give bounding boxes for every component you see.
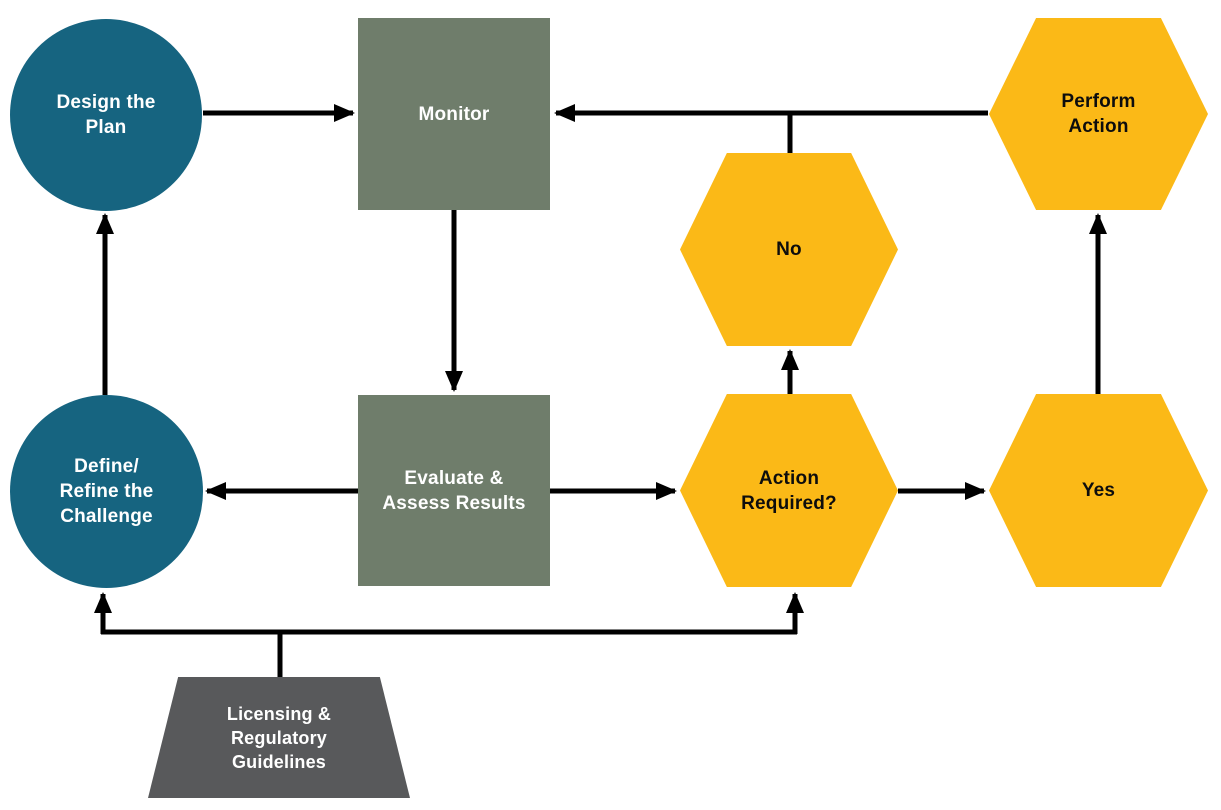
node-no: No [680,153,898,346]
node-design-the-plan: Design the Plan [10,19,202,211]
node-yes: Yes [989,394,1208,587]
node-label: Perform Action [989,89,1208,139]
label-line: Assess Results [382,492,526,514]
label-line: No [776,239,802,260]
node-define-refine-the-challenge: Define/ Refine the Challenge [10,395,203,588]
label-line: Required? [741,492,837,514]
node-label: Monitor [358,102,550,127]
node-label: Yes [989,478,1208,503]
label-line: Plan [85,117,127,138]
label-line: Yes [1081,480,1116,501]
node-perform-action: Perform Action [989,18,1208,210]
label-line: Action [1068,116,1129,137]
label-line: Perform [1061,91,1136,112]
node-label: Evaluate & Assess Results [358,466,550,516]
node-monitor: Monitor [358,18,550,210]
label-line: Regulatory [230,727,328,748]
label-line: Monitor [418,103,490,125]
node-label: Define/ Refine the Challenge [10,454,203,529]
node-licensing-regulatory-guidelines: Licensing & Regulatory Guidelines [148,677,410,798]
label-line: Define/ [74,456,139,477]
node-evaluate-assess-results: Evaluate & Assess Results [358,395,550,586]
label-line: Design the [56,92,156,113]
node-label: Licensing & Regulatory Guidelines [148,702,410,774]
node-label: No [680,237,898,262]
node-action-required: Action Required? [680,394,898,587]
node-label: Action Required? [680,466,898,516]
label-line: Evaluate & [404,467,504,489]
node-label: Design the Plan [10,90,202,140]
label-line: Challenge [60,506,153,527]
label-line: Licensing & [226,703,332,724]
label-line: Guidelines [231,751,327,772]
label-line: Refine the [59,481,154,502]
label-line: Action [758,467,820,489]
